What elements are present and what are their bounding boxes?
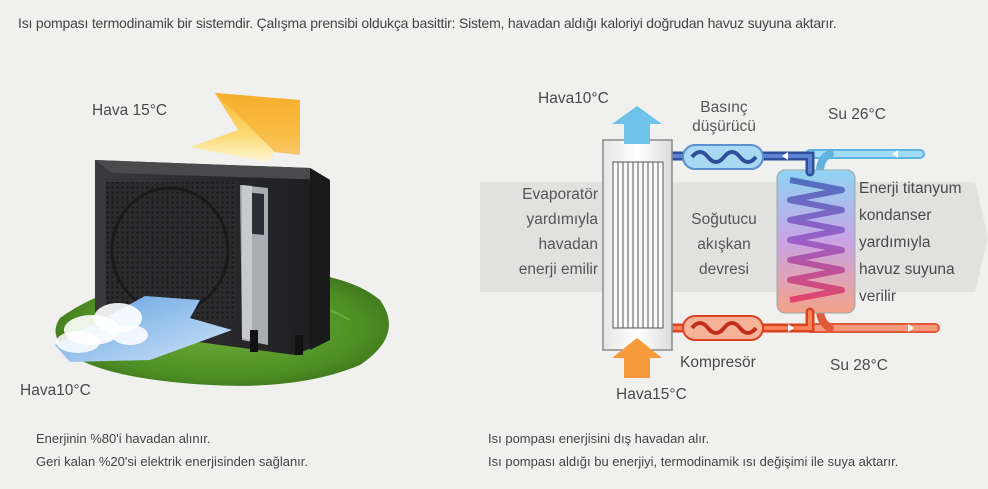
water-in-temp-label: Su 28°C xyxy=(830,357,888,374)
intro-text: Isı pompası termodinamik bir sistemdir. … xyxy=(18,15,837,31)
compressor-label: Kompresör xyxy=(680,354,756,371)
diagram-air-out-label: Hava10°C xyxy=(538,90,609,107)
flow-band-arrow-icon xyxy=(480,182,988,292)
evaporator-description: Evaporatör yardımıyla havadan enerji emi… xyxy=(518,186,598,278)
compressor xyxy=(682,315,764,341)
diagram-air-in-label: Hava15°C xyxy=(616,386,687,403)
right-notes: Isı pompası enerjisini dış havadan alır.… xyxy=(488,431,899,469)
refrigerant-circuit-label: Soğutucu akışkan devresi xyxy=(691,211,757,278)
titanium-condenser xyxy=(776,169,856,314)
air-out-temp-label: Hava10°C xyxy=(20,382,91,399)
expansion-valve xyxy=(682,144,764,170)
sun-heat-arrow-icon xyxy=(190,93,300,162)
warm-air-in-arrow-icon xyxy=(612,338,662,378)
air-in-temp-label: Hava 15°C xyxy=(92,102,168,119)
water-out-temp-label: Su 26°C xyxy=(828,106,886,123)
expansion-valve-label: Basınç düşürücü xyxy=(692,99,756,135)
cold-air-out-arrow-icon xyxy=(612,106,662,144)
evaporator xyxy=(602,139,673,351)
condenser-description: Enerji titanyum kondanser yardımıyla hav… xyxy=(859,180,962,305)
cold-air-arrow-icon xyxy=(55,296,232,362)
left-notes: Enerjinin %80'i havadan alınır. Geri kal… xyxy=(36,431,309,469)
